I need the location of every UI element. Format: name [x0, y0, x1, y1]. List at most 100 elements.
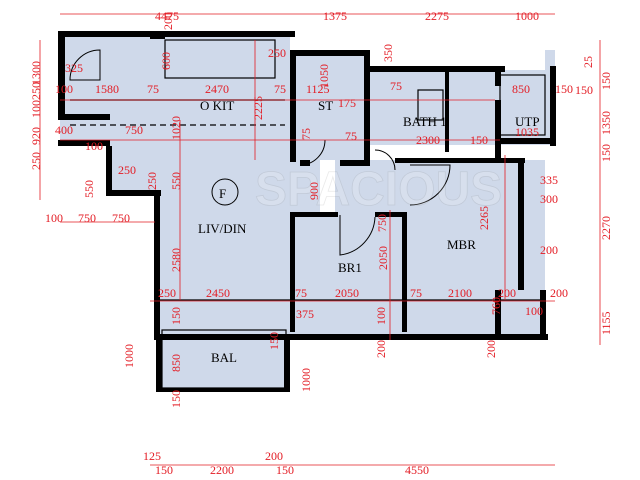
dim-75-a: 75: [147, 82, 159, 96]
dim-1035: 1035: [515, 125, 539, 139]
dim-150-bal: 150: [169, 307, 183, 325]
dim-900: 900: [307, 182, 321, 200]
dim-right-150c: 150: [575, 83, 593, 97]
dim-left-920: 920: [29, 127, 43, 145]
dim-75-g: 75: [410, 286, 422, 300]
dim-200-h: 200: [498, 286, 516, 300]
dim-2580: 2580: [169, 248, 183, 272]
dim-550-a: 550: [169, 172, 183, 190]
room-label-open-kitchen: O KIT: [200, 98, 234, 113]
dim-600-top: 600: [159, 52, 173, 70]
room-label-living-dining: LIV/DIN: [198, 221, 247, 236]
dim-175: 175: [338, 96, 356, 110]
watermark: SPACIOUS: [255, 163, 503, 217]
dim-100-l: 100: [55, 82, 73, 96]
room-label-store: ST: [318, 98, 333, 113]
room-label-bath: BATH 1: [403, 114, 447, 129]
dim-right-1350: 1350: [599, 111, 613, 135]
dim-top-200: 200: [161, 12, 175, 30]
room-label-utility: UTP: [515, 114, 540, 129]
dim-375: 375: [296, 307, 314, 321]
dim-1000-bal: 1000: [299, 368, 313, 392]
dim-100-v: 100: [374, 307, 388, 325]
dim-75-e: 75: [345, 129, 357, 143]
dim-200-r: 200: [540, 243, 558, 257]
dim-2470: 2470: [205, 82, 229, 96]
dimension-labels: 4475 1375 2275 1000 200 125 150 2200 150…: [29, 9, 613, 477]
dim-750-v: 750: [375, 214, 389, 232]
dim-75-c: 75: [390, 79, 402, 93]
dim-1020: 1020: [169, 116, 183, 140]
dim-750-a: 750: [125, 123, 143, 137]
dim-2225: 2225: [251, 96, 265, 120]
dim-750-b: 750: [78, 211, 96, 225]
dim-550-b: 550: [82, 180, 96, 198]
dim-top-1000: 1000: [515, 9, 539, 23]
dim-left-250b: 250: [29, 82, 43, 100]
door-swings: [69, 49, 451, 256]
dim-top-2275: 2275: [425, 9, 449, 23]
dim-2450: 2450: [206, 286, 230, 300]
dim-left-1000: 1000: [122, 344, 136, 368]
dim-2050-h: 2050: [335, 286, 359, 300]
dim-left-100: 100: [29, 100, 43, 118]
dim-335: 335: [540, 173, 558, 187]
dim-bottom-150a: 150: [155, 463, 173, 477]
dim-200-v1: 200: [374, 340, 388, 358]
dim-left-250: 250: [29, 152, 43, 170]
room-label-balcony: BAL: [211, 350, 237, 365]
dim-right-1155: 1155: [599, 311, 613, 335]
dim-760: 760: [489, 297, 503, 315]
dim-left-1300: 1300: [29, 61, 43, 85]
dim-top-4475: 4475: [155, 9, 179, 23]
dim-300: 300: [540, 192, 558, 206]
dim-200-far: 200: [550, 286, 568, 300]
dim-75-d: 75: [299, 128, 313, 140]
dim-bottom-200: 200: [265, 449, 283, 463]
dim-100-c: 100: [45, 211, 63, 225]
dim-325: 325: [65, 61, 83, 75]
dim-250-a: 250: [118, 163, 136, 177]
dim-250-b: 250: [145, 172, 159, 190]
dim-2265: 2265: [477, 206, 491, 230]
dim-2050-v: 2050: [376, 246, 390, 270]
svg-text:SPACIOUS: SPACIOUS: [255, 163, 502, 216]
dim-2100: 2100: [448, 286, 472, 300]
dim-1050: 1050: [317, 64, 331, 88]
dim-150-r: 150: [555, 82, 573, 96]
dim-bottom-150b: 150: [276, 463, 294, 477]
dim-850-bal: 850: [169, 354, 183, 372]
walls: [58, 31, 556, 392]
dim-1125: 1125: [306, 82, 330, 96]
dim-right-150b: 150: [599, 144, 613, 162]
dim-bottom-2200: 2200: [210, 463, 234, 477]
dim-100-b: 100: [85, 139, 103, 153]
dim-750-c: 750: [112, 211, 130, 225]
dim-150-m: 150: [470, 133, 488, 147]
dim-150-bal-b: 150: [169, 390, 183, 408]
room-label-master-bedroom: MBR: [447, 237, 476, 252]
dim-250-h: 250: [158, 286, 176, 300]
dim-right-25: 25: [581, 56, 595, 68]
dim-75-f: 75: [295, 286, 307, 300]
dim-250-top: 250: [268, 46, 286, 60]
dim-right-150a: 150: [599, 72, 613, 90]
dim-850: 850: [512, 82, 530, 96]
flat-letter: F: [219, 186, 226, 201]
dim-right-2270: 2270: [599, 216, 613, 240]
dim-400: 400: [55, 123, 73, 137]
dim-350: 350: [381, 44, 395, 62]
room-label-bedroom: BR1: [338, 260, 362, 275]
dim-150-bal-c: 150: [267, 332, 281, 350]
dim-1580: 1580: [95, 82, 119, 96]
dim-200-v2: 200: [484, 340, 498, 358]
dim-bottom-125: 125: [143, 449, 161, 463]
room-labels: O KIT ST BATH 1 UTP F LIV/DIN BR1 MBR BA…: [198, 98, 540, 365]
dim-top-1375: 1375: [323, 9, 347, 23]
dim-75-b: 75: [274, 82, 286, 96]
dimension-lines: [39, 13, 601, 466]
dim-100-h: 100: [525, 304, 543, 318]
dim-bottom-4550: 4550: [405, 463, 429, 477]
dim-2300: 2300: [416, 133, 440, 147]
